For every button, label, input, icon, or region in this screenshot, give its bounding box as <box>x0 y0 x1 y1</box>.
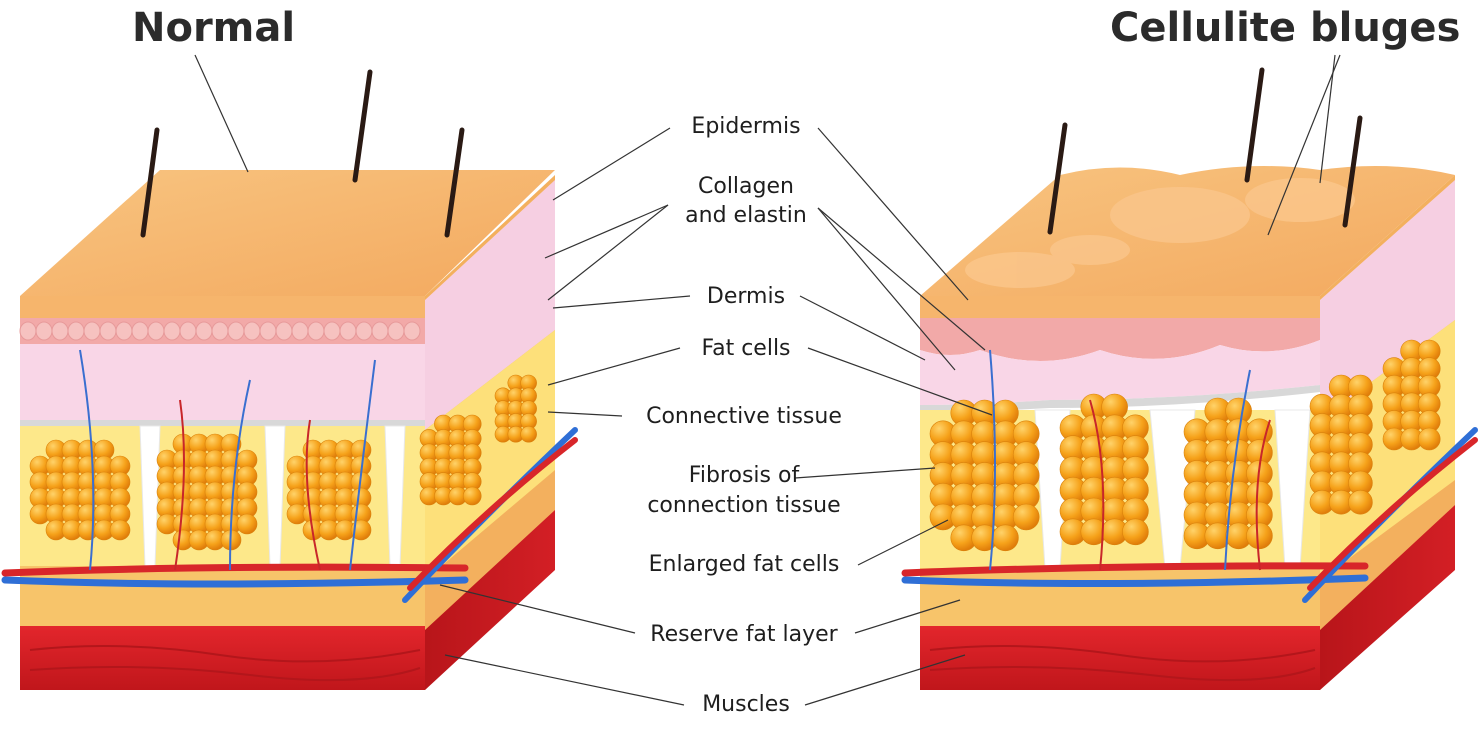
collagen-bump <box>227 321 245 341</box>
normal-hairs <box>140 69 465 238</box>
collagen-bump <box>323 321 341 341</box>
normal-blood-vessels <box>1 349 578 603</box>
label-muscles: Muscles <box>702 692 790 717</box>
fat-cell <box>109 519 131 541</box>
cellulite-dermis-line <box>920 385 1320 412</box>
cellulite-skin-block <box>901 67 1478 690</box>
label-collagen-line1: Collagen <box>698 174 794 199</box>
collagen-bump <box>291 321 309 341</box>
leader-lines <box>194 54 1341 706</box>
cellulite-top-bulges <box>965 178 1355 288</box>
label-fibrosis-line2: connection tissue <box>647 493 841 518</box>
collagen-bump <box>307 321 325 341</box>
label-connective-tissue: Connective tissue <box>646 404 842 429</box>
collagen-bump <box>163 321 181 341</box>
fat-cell <box>1348 489 1373 515</box>
fat-cell <box>1012 503 1040 531</box>
collagen-bump <box>35 321 53 341</box>
collagen-bump <box>211 321 229 341</box>
cellulite-blood-vessels <box>901 349 1478 603</box>
fat-cell <box>236 513 258 535</box>
normal-collagen-bumps <box>19 321 421 341</box>
collagen-bump <box>51 321 69 341</box>
label-fat-cells: Fat cells <box>701 336 791 361</box>
cellulite-epidermis-front <box>920 296 1320 318</box>
fat-cell <box>992 524 1019 552</box>
collagen-bump <box>339 321 357 341</box>
cellulite-fat-clusters <box>929 339 1441 552</box>
collagen-bump <box>259 321 277 341</box>
cellulite-dermis <box>920 340 1320 405</box>
collagen-bump <box>403 321 421 341</box>
normal-side-dermis <box>425 180 555 430</box>
collagen-bump <box>371 321 389 341</box>
collagen-bump <box>99 321 117 341</box>
collagen-bump <box>19 321 37 341</box>
title-normal: Normal <box>132 5 296 51</box>
collagen-bump <box>195 321 213 341</box>
label-fibrosis-line1: Fibrosis of <box>688 463 800 488</box>
title-cellulite: Cellulite bluges <box>1110 5 1461 51</box>
collagen-bump <box>387 321 405 341</box>
normal-epidermis-top <box>20 170 555 296</box>
label-collagen-line2: and elastin <box>685 203 807 228</box>
normal-epidermis-front <box>20 296 425 318</box>
normal-muscle-texture <box>29 645 421 682</box>
fat-cell <box>520 425 537 443</box>
normal-side-muscle <box>425 510 555 690</box>
normal-reserve-fat <box>20 566 425 626</box>
cellulite-side-dermis <box>1320 180 1455 420</box>
collagen-bump <box>275 321 293 341</box>
cellulite-side-muscle <box>1320 505 1455 690</box>
collagen-bump <box>131 321 149 341</box>
fat-cell <box>1246 522 1273 550</box>
collagen-bump <box>243 321 261 341</box>
normal-dermis-line <box>20 420 425 426</box>
cellulite-collagen-band <box>920 318 1320 361</box>
normal-fat-clusters <box>29 374 537 551</box>
label-dermis: Dermis <box>706 284 786 309</box>
label-enlarged-fat-cells: Enlarged fat cells <box>648 552 840 577</box>
normal-skin-block <box>1 69 578 690</box>
collagen-bump <box>179 321 197 341</box>
label-reserve-fat-layer: Reserve fat layer <box>650 622 838 647</box>
fat-cell <box>1122 518 1149 546</box>
cellulite-hairs <box>1047 67 1363 235</box>
cellulite-reserve-fat <box>920 568 1320 626</box>
collagen-bump <box>355 321 373 341</box>
label-epidermis: Epidermis <box>691 114 801 139</box>
cellulite-muscle-texture <box>929 645 1316 682</box>
collagen-bump <box>115 321 133 341</box>
collagen-bump <box>83 321 101 341</box>
fat-cell <box>462 486 482 506</box>
collagen-bump <box>147 321 165 341</box>
fat-cell <box>1417 427 1441 451</box>
collagen-bump <box>67 321 85 341</box>
